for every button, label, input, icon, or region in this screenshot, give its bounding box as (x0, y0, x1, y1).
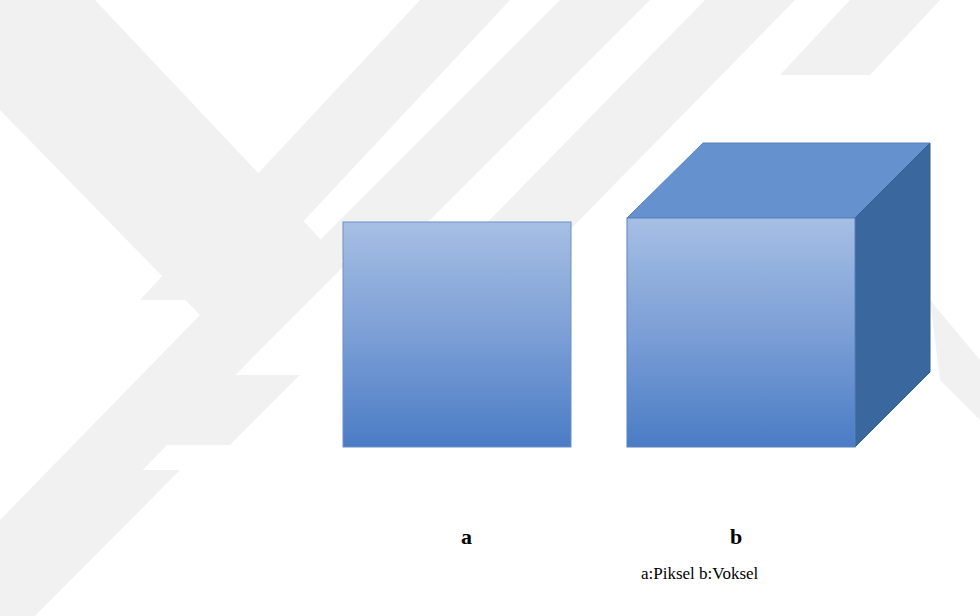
figure-letter: b (730, 524, 742, 550)
figure-letter: a (461, 524, 472, 550)
voxel-cube (627, 143, 930, 447)
pixel-square (343, 222, 571, 447)
figure-caption: a:Piksel b:Voksel (641, 564, 758, 584)
